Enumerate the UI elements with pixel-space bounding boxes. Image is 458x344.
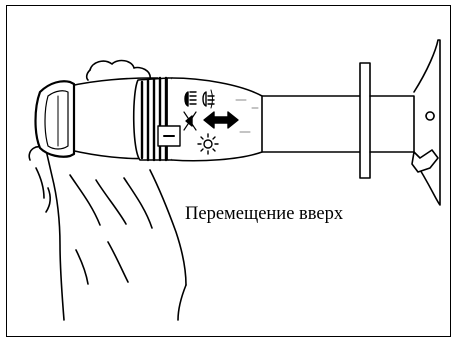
steering-column xyxy=(262,40,440,205)
caption-text: Перемещение вверх xyxy=(185,204,343,225)
sun-light-icon xyxy=(198,134,218,154)
